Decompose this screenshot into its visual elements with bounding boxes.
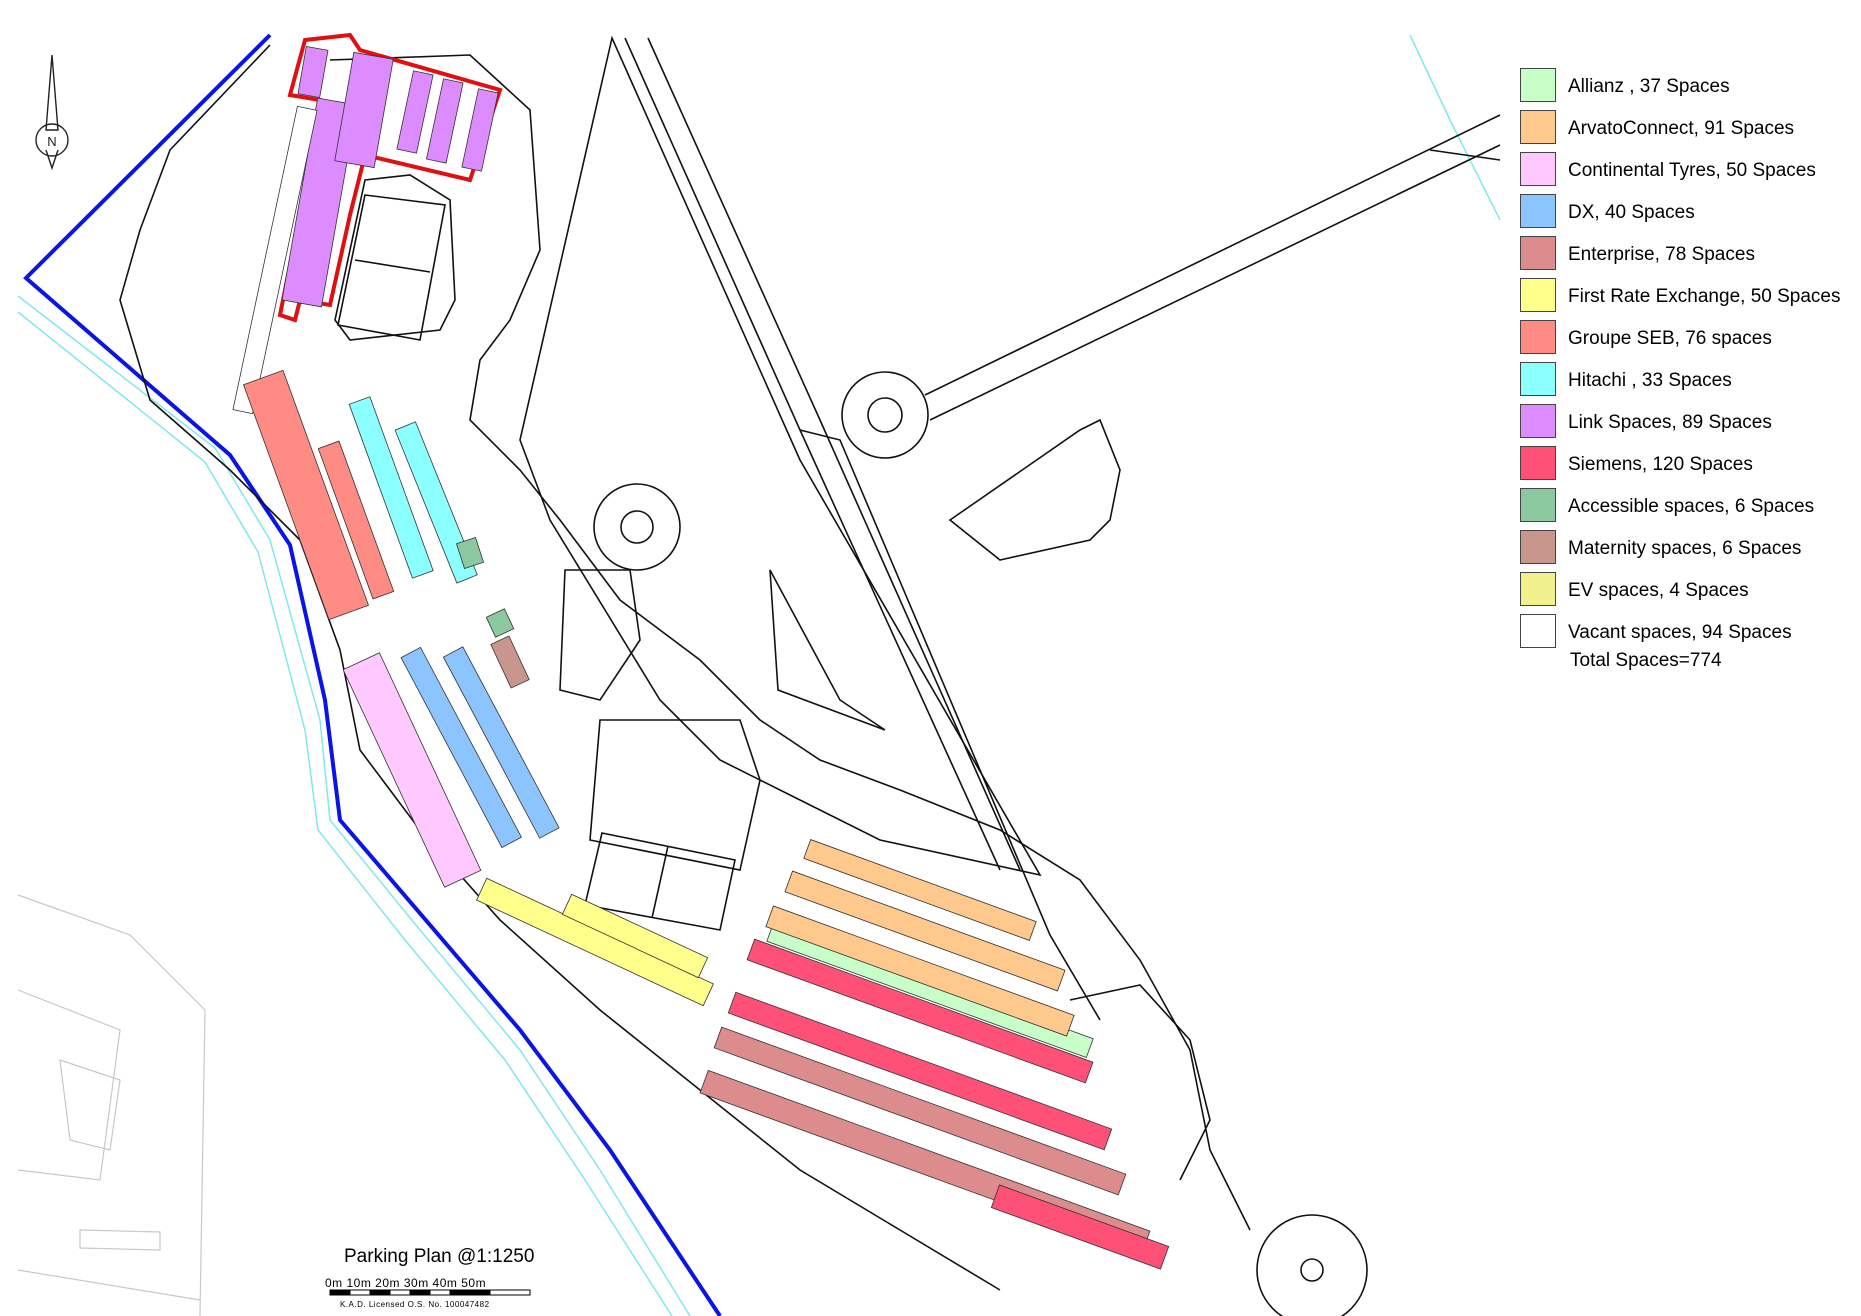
- legend-item: Accessible spaces, 6 Spaces: [1520, 480, 1850, 522]
- legend-label: ArvatoConnect, 91 Spaces: [1568, 118, 1795, 139]
- legend-swatch: [1520, 278, 1556, 312]
- legend-item: Maternity spaces, 6 Spaces: [1520, 522, 1850, 564]
- north-letter: N: [47, 134, 56, 149]
- legend-swatch: [1520, 110, 1556, 144]
- legend-item: Link Spaces, 89 Spaces: [1520, 396, 1850, 438]
- legend-label: Accessible spaces, 6 Spaces: [1568, 496, 1815, 517]
- legend-swatch: [1520, 446, 1556, 480]
- plan-title: Parking Plan @1:1250: [344, 1246, 535, 1267]
- legend-swatch: [1520, 488, 1556, 522]
- legend-label: Allianz , 37 Spaces: [1568, 76, 1730, 97]
- legend-item: First Rate Exchange, 50 Spaces: [1520, 270, 1850, 312]
- site-boundary: [23, 33, 722, 1316]
- legend-label: Siemens, 120 Spaces: [1568, 454, 1753, 475]
- legend-label: First Rate Exchange, 50 Spaces: [1568, 286, 1841, 307]
- legend-swatch: [1520, 320, 1556, 354]
- legend-label: EV spaces, 4 Spaces: [1568, 580, 1749, 601]
- legend-label: DX, 40 Spaces: [1568, 202, 1695, 223]
- legend-label: Continental Tyres, 50 Spaces: [1568, 160, 1816, 181]
- legend-swatch: [1520, 572, 1556, 606]
- legend-swatch: [1520, 194, 1556, 228]
- parking-bays: [232, 45, 1170, 1270]
- legend-swatch: [1520, 236, 1556, 270]
- road-network: [119, 35, 1501, 1316]
- legend-label: Maternity spaces, 6 Spaces: [1568, 538, 1802, 559]
- scale-labels: 0m 10m 20m 30m 40m 50m: [325, 1276, 487, 1290]
- legend-label: Link Spaces, 89 Spaces: [1568, 412, 1772, 433]
- legend-item: DX, 40 Spaces: [1520, 186, 1850, 228]
- legend-item: Siemens, 120 Spaces: [1520, 438, 1850, 480]
- legend-swatch: [1520, 362, 1556, 396]
- legend-item: Continental Tyres, 50 Spaces: [1520, 144, 1850, 186]
- legend-item: Groupe SEB, 76 spaces: [1520, 312, 1850, 354]
- legend-swatch: [1520, 530, 1556, 564]
- legend-label: Enterprise, 78 Spaces: [1568, 244, 1755, 265]
- legend-label: Vacant spaces, 94 Spaces: [1568, 622, 1792, 643]
- surrounding-buildings: [17, 894, 206, 1316]
- legend-swatch: [1520, 68, 1556, 102]
- legend-item: Allianz , 37 Spaces: [1520, 60, 1850, 102]
- license-text: K.A.D. Licensed O.S. No. 100047482: [340, 1300, 490, 1309]
- legend-item: Hitachi , 33 Spaces: [1520, 354, 1850, 396]
- legend-total: Total Spaces=774: [1570, 650, 1722, 671]
- legend-swatch: [1520, 152, 1556, 186]
- legend-label: Groupe SEB, 76 spaces: [1568, 328, 1772, 349]
- legend-swatch: [1520, 614, 1556, 648]
- legend-item: ArvatoConnect, 91 Spaces: [1520, 102, 1850, 144]
- legend-swatch: [1520, 404, 1556, 438]
- buildings: [337, 194, 736, 931]
- legend-label: Hitachi , 33 Spaces: [1568, 370, 1732, 391]
- scale-bar: [329, 1289, 531, 1296]
- legend-item: Enterprise, 78 Spaces: [1520, 228, 1850, 270]
- north-arrow-icon: N: [35, 54, 69, 171]
- river: [17, 34, 1501, 1316]
- legend-item: EV spaces, 4 Spaces: [1520, 564, 1850, 606]
- legend-item: Vacant spaces, 94 Spaces: [1520, 606, 1850, 648]
